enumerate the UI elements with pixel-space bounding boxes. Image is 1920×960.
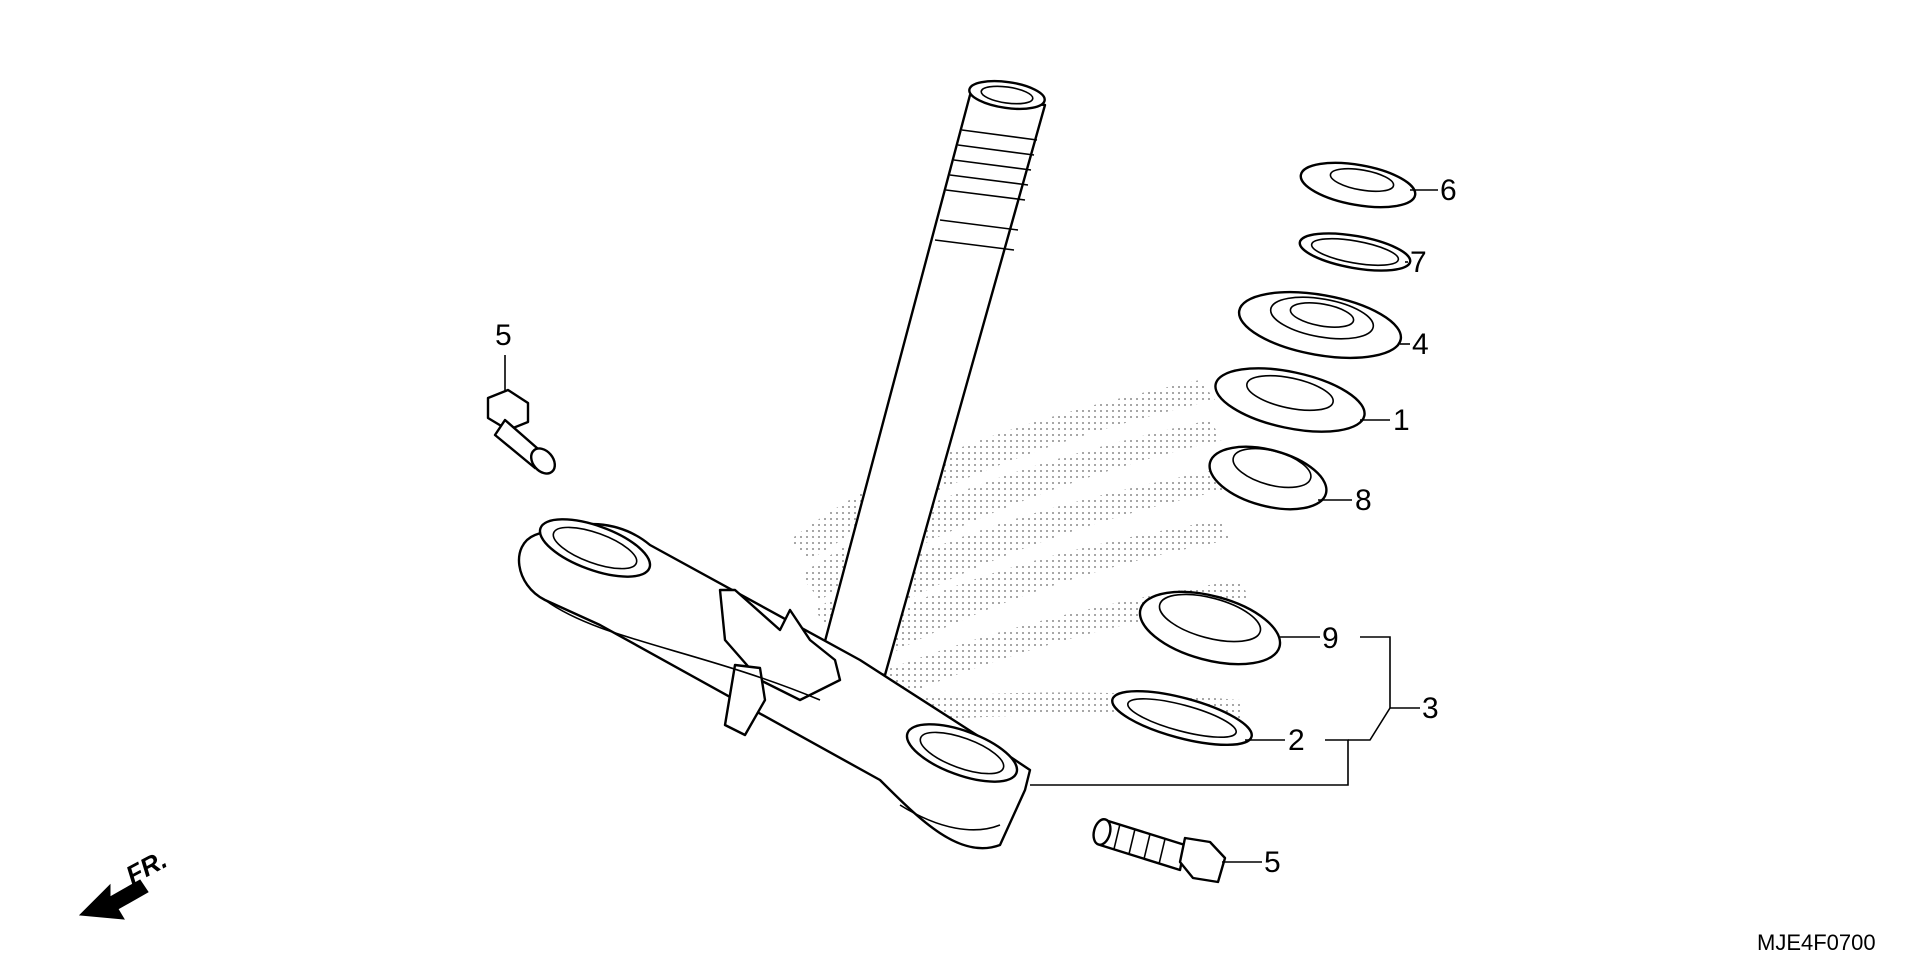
- callout-7: 7: [1410, 246, 1427, 279]
- steering-stem-tube: [818, 79, 1047, 677]
- callout-1: 1: [1393, 404, 1410, 437]
- upper-bearing-race: [1214, 367, 1366, 433]
- callout-8: 8: [1355, 484, 1372, 517]
- callout-2: 2: [1288, 724, 1305, 757]
- lock-nut: [1299, 161, 1417, 209]
- bolt-upper: [486, 388, 557, 475]
- diagram-code: MJE4F0700: [1757, 930, 1876, 955]
- callout-9: 9: [1322, 622, 1339, 655]
- callout-5-lower: 5: [1264, 846, 1281, 879]
- callout-4: 4: [1412, 328, 1429, 361]
- front-indicator-label: FR.: [121, 844, 172, 890]
- callout-5-upper: 5: [495, 319, 512, 352]
- leader-lines: [504, 189, 1438, 863]
- lock-washer: [1298, 232, 1412, 272]
- lower-bearing: [1138, 590, 1282, 666]
- lower-triple-clamp: [517, 518, 1032, 850]
- callout-3: 3: [1422, 692, 1439, 725]
- dust-seal: [1111, 689, 1253, 747]
- adjusting-nut: [1237, 291, 1403, 359]
- callout-6: 6: [1440, 174, 1457, 207]
- bolt-lower: [1092, 818, 1227, 884]
- front-direction-arrow: FR.: [78, 844, 172, 920]
- upper-bearing: [1208, 445, 1328, 511]
